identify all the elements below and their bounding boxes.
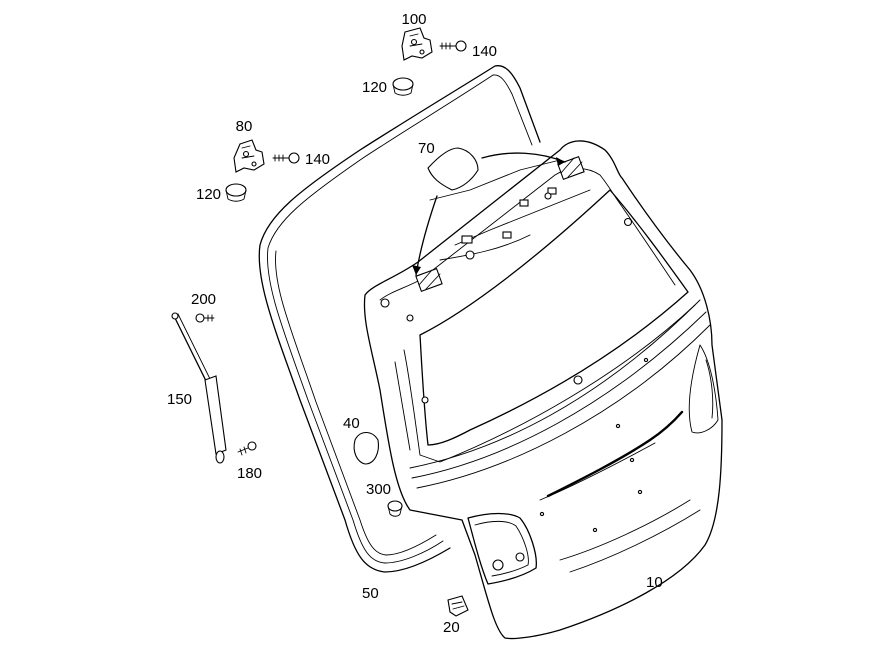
- plug-40: [353, 431, 379, 465]
- label-70: 70: [418, 140, 435, 157]
- label-120-left: 120: [196, 186, 221, 203]
- gas-strut-150: [171, 312, 227, 464]
- buffer-300: [387, 500, 403, 517]
- label-10: 10: [646, 574, 663, 591]
- ball-stud-200: [195, 313, 215, 323]
- hinge-80: [233, 139, 265, 173]
- screw-140-left: [272, 152, 300, 164]
- cap-120-top: [392, 77, 414, 96]
- tailgate-seal: [258, 65, 541, 573]
- label-40: 40: [343, 415, 360, 432]
- label-180: 180: [237, 465, 262, 482]
- label-300: 300: [366, 481, 391, 498]
- ball-stud-180: [237, 441, 257, 456]
- adhesive-pad-70: [412, 147, 566, 276]
- label-140-top: 140: [472, 43, 497, 60]
- tailgate-body: [363, 140, 723, 640]
- label-150: 150: [167, 391, 192, 408]
- label-120-top: 120: [362, 79, 387, 96]
- label-140-left: 140: [305, 151, 330, 168]
- screw-140-top: [439, 40, 467, 52]
- lock-20: [447, 595, 469, 617]
- label-100: 100: [401, 11, 426, 28]
- label-50: 50: [362, 585, 379, 602]
- cap-120-left: [225, 183, 247, 202]
- label-200: 200: [191, 291, 216, 308]
- hinge-100: [401, 27, 433, 61]
- label-80: 80: [236, 118, 253, 135]
- label-20: 20: [443, 619, 460, 636]
